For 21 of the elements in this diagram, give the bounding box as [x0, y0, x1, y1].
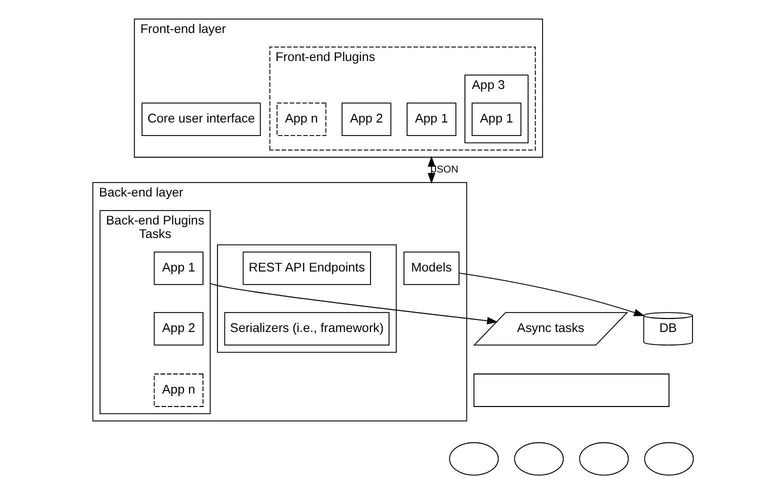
arrow — [428, 156, 436, 184]
edge-label: JSON — [432, 164, 458, 176]
arrow — [210, 283, 498, 325]
node-box: App 1 — [406, 102, 456, 136]
node-box: App n — [154, 374, 204, 407]
node-cloud — [514, 442, 564, 476]
node-box: App 1 — [154, 252, 204, 286]
node-box: Serializers (i.e., framework) — [224, 312, 390, 346]
cluster — [217, 244, 397, 353]
node-box: App n — [276, 102, 326, 136]
node-cloud — [449, 442, 499, 476]
node-box: App 1 — [472, 102, 522, 136]
node-box: Models — [404, 252, 460, 286]
node-cloud — [644, 442, 694, 476]
node-box: App 2 — [342, 102, 392, 136]
node-box: App 2 — [154, 312, 204, 346]
arrow — [458, 272, 645, 316]
node-box: Core user interface — [142, 102, 261, 136]
node-box: REST API Endpoints — [242, 252, 371, 286]
node-cloud — [579, 442, 629, 476]
node-box — [473, 374, 670, 407]
